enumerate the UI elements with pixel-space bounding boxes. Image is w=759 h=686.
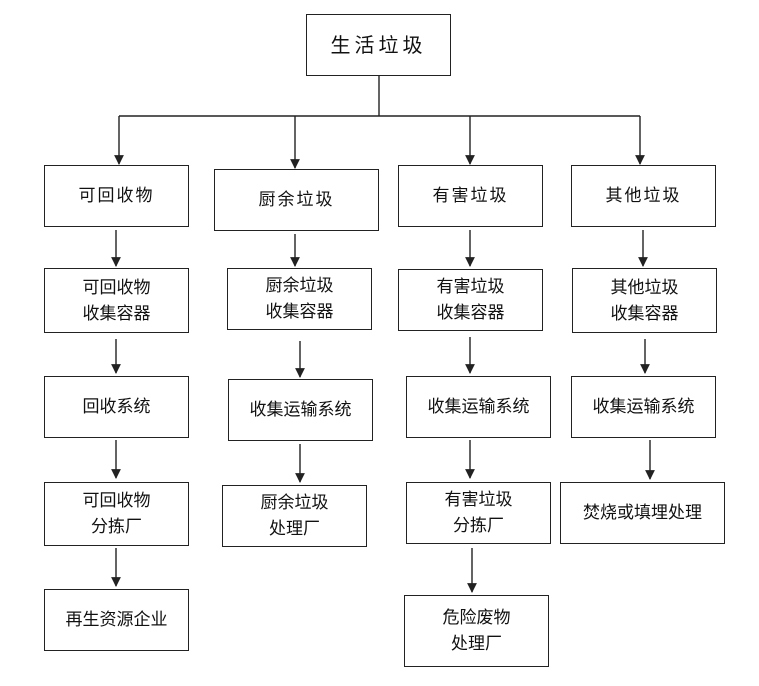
incineration-or-landfill: 焚烧或填埋处理 xyxy=(560,482,725,544)
recyclables-sorting-plant: 可回收物 分拣厂 xyxy=(44,482,189,546)
category-hazardous-waste: 有害垃圾 xyxy=(398,165,543,227)
hazardous-waste-treatment-plant: 危险废物 处理厂 xyxy=(404,595,549,667)
category-recyclables: 可回收物 xyxy=(44,165,189,227)
root-node-household-waste: 生活垃圾 xyxy=(306,14,451,76)
other-waste-transport-system: 收集运输系统 xyxy=(571,376,716,438)
category-kitchen-waste: 厨余垃圾 xyxy=(214,169,379,231)
other-waste-collection-container: 其他垃圾 收集容器 xyxy=(572,268,717,333)
kitchen-waste-collection-container: 厨余垃圾 收集容器 xyxy=(227,268,372,330)
kitchen-waste-treatment-plant: 厨余垃圾 处理厂 xyxy=(222,485,367,547)
hazardous-waste-sorting-plant: 有害垃圾 分拣厂 xyxy=(406,482,551,544)
renewable-resources-enterprise: 再生资源企业 xyxy=(44,589,189,651)
recyclables-recovery-system: 回收系统 xyxy=(44,376,189,438)
hazardous-waste-transport-system: 收集运输系统 xyxy=(406,376,551,438)
hazardous-waste-collection-container: 有害垃圾 收集容器 xyxy=(398,269,543,331)
recyclables-collection-container: 可回收物 收集容器 xyxy=(44,268,189,333)
kitchen-waste-transport-system: 收集运输系统 xyxy=(228,379,373,441)
category-other-waste: 其他垃圾 xyxy=(571,165,716,227)
